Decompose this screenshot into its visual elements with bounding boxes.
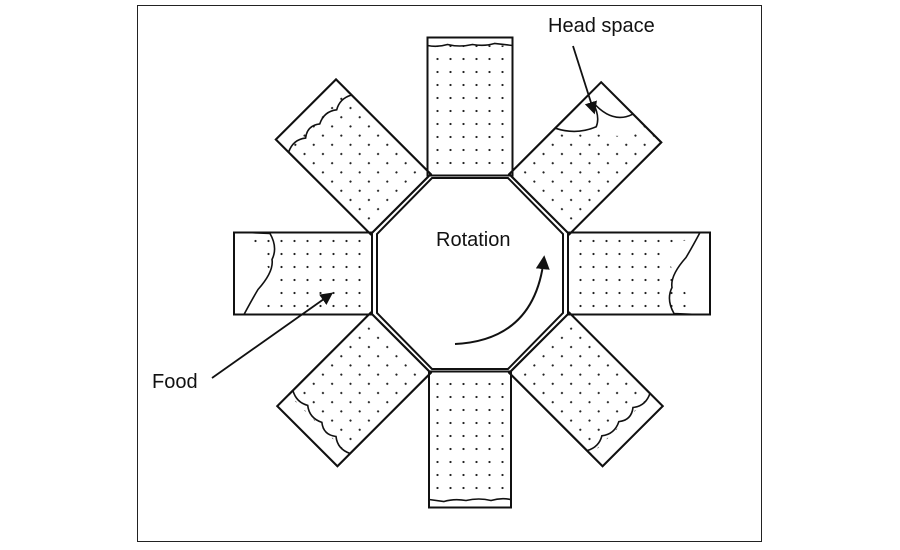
container-top-left-outline bbox=[274, 77, 433, 236]
container-bottom-outline bbox=[428, 370, 512, 509]
container-left-food-surface bbox=[243, 231, 276, 315]
rotation-label: Rotation bbox=[436, 229, 511, 251]
container-bottom-right-head-space bbox=[591, 394, 663, 467]
container-top-right-food-surface bbox=[554, 101, 641, 133]
container-top-food-surface bbox=[427, 42, 513, 48]
container-top-left-food-surface bbox=[287, 90, 354, 153]
containers-group bbox=[233, 36, 711, 509]
container-top bbox=[426, 36, 514, 177]
container-left bbox=[233, 231, 373, 316]
food-label: Food bbox=[152, 371, 198, 393]
container-bottom-food-surface bbox=[428, 497, 512, 503]
container-bottom-left-food-surface bbox=[288, 389, 351, 455]
rotation-arrow bbox=[454, 255, 550, 345]
container-bottom-head-space bbox=[429, 499, 511, 508]
head-space-label: Head space bbox=[548, 15, 655, 37]
octagon-hub bbox=[376, 177, 564, 370]
container-top-left-head-space bbox=[275, 79, 348, 151]
container-bottom-right-outline bbox=[507, 311, 665, 468]
container-top-outline bbox=[426, 36, 514, 177]
container-bottom bbox=[428, 370, 512, 509]
container-left-head-space bbox=[234, 232, 275, 315]
container-right bbox=[567, 231, 711, 316]
food-pointer-arrow bbox=[211, 292, 334, 379]
container-right-head-space bbox=[669, 232, 710, 315]
container-top-left bbox=[274, 77, 433, 236]
container-bottom-left-head-space bbox=[277, 394, 349, 467]
container-bottom-body bbox=[428, 370, 512, 509]
container-bottom-right bbox=[507, 311, 665, 468]
container-bottom-left-outline bbox=[275, 311, 433, 468]
container-top-head-space bbox=[427, 37, 513, 46]
container-right-food-surface bbox=[668, 232, 701, 316]
container-right-outline bbox=[567, 231, 711, 316]
container-bottom-right-food-surface bbox=[585, 393, 651, 456]
container-top-right-outline bbox=[507, 80, 663, 236]
container-top-body bbox=[426, 36, 514, 177]
head-space-pointer-arrow bbox=[572, 45, 597, 115]
figure-border bbox=[137, 5, 762, 542]
container-top-right bbox=[507, 80, 663, 236]
container-bottom-left bbox=[275, 311, 433, 468]
